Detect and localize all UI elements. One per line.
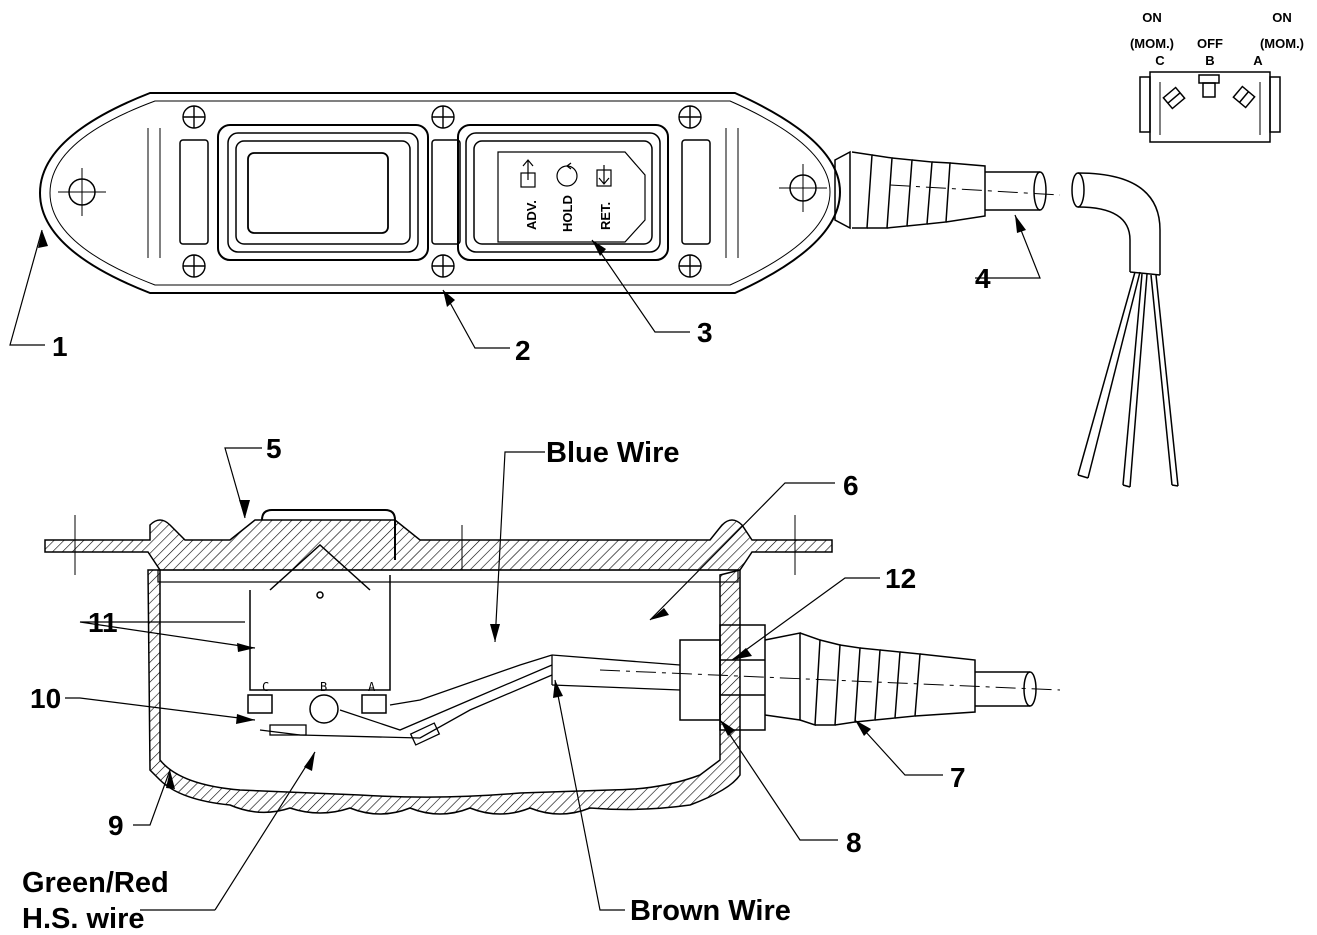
terminal-labels: C B A bbox=[262, 680, 376, 694]
hold-circle-icon bbox=[556, 162, 578, 187]
switch-position-labels: ON (MOM.) C OFF B ON (MOM.) A bbox=[1130, 10, 1304, 68]
callout-5: 5 bbox=[266, 433, 282, 464]
terminal-c-label: C bbox=[262, 680, 269, 694]
green-red-wire-label-line2: H.S. wire bbox=[22, 903, 145, 935]
position-c-terminal: C bbox=[1155, 53, 1165, 68]
position-b-terminal: B bbox=[1205, 53, 1214, 68]
callout-12: 12 bbox=[885, 563, 916, 594]
pendant-section-view bbox=[44, 184, 1061, 815]
retract-arrow-icon bbox=[596, 165, 612, 187]
callout-6: 6 bbox=[843, 470, 859, 501]
callout-7: 7 bbox=[950, 762, 966, 793]
blue-wire-label: Blue Wire bbox=[546, 437, 680, 469]
terminal-a-label: A bbox=[368, 680, 376, 694]
terminal-b-label: B bbox=[320, 680, 327, 694]
position-a-terminal: A bbox=[1253, 53, 1263, 68]
screw-icon bbox=[182, 105, 702, 278]
callout-1: 1 bbox=[52, 331, 68, 362]
faceplate-hold-label: HOLD bbox=[560, 195, 575, 232]
leader-arrowheads bbox=[38, 215, 1026, 789]
position-a-state: ON bbox=[1272, 10, 1292, 25]
callout-3: 3 bbox=[697, 317, 713, 348]
advance-arrow-icon bbox=[520, 159, 536, 188]
faceplate-adv-label: ADV. bbox=[524, 200, 539, 230]
strain-relief-top bbox=[834, 150, 1047, 230]
pendant-top-view bbox=[38, 92, 1179, 488]
callout-numbers: 1 2 3 4 5 6 7 8 9 10 11 12 bbox=[30, 263, 991, 858]
brown-wire-label: Brown Wire bbox=[630, 895, 791, 927]
callout-9: 9 bbox=[108, 810, 124, 841]
switch-position-inset bbox=[1139, 71, 1281, 143]
green-red-wire-label-line1: Green/Red bbox=[22, 867, 169, 899]
callout-4: 4 bbox=[975, 263, 991, 294]
position-a-mom: (MOM.) bbox=[1260, 36, 1304, 51]
callout-10: 10 bbox=[30, 683, 61, 714]
callout-8: 8 bbox=[846, 827, 862, 858]
callout-2: 2 bbox=[515, 335, 531, 366]
leader-lines bbox=[9, 214, 1041, 911]
cable-and-leads bbox=[1071, 172, 1179, 488]
callout-11: 11 bbox=[88, 607, 118, 638]
position-b-state: OFF bbox=[1197, 36, 1223, 51]
position-c-mom: (MOM.) bbox=[1130, 36, 1174, 51]
faceplate-ret-label: RET. bbox=[598, 202, 613, 230]
faceplate-legend: ADV. HOLD RET. bbox=[524, 195, 613, 232]
position-c-state: ON bbox=[1142, 10, 1162, 25]
wire-labels: Blue Wire Brown Wire Green/Red H.S. wire bbox=[22, 437, 791, 935]
